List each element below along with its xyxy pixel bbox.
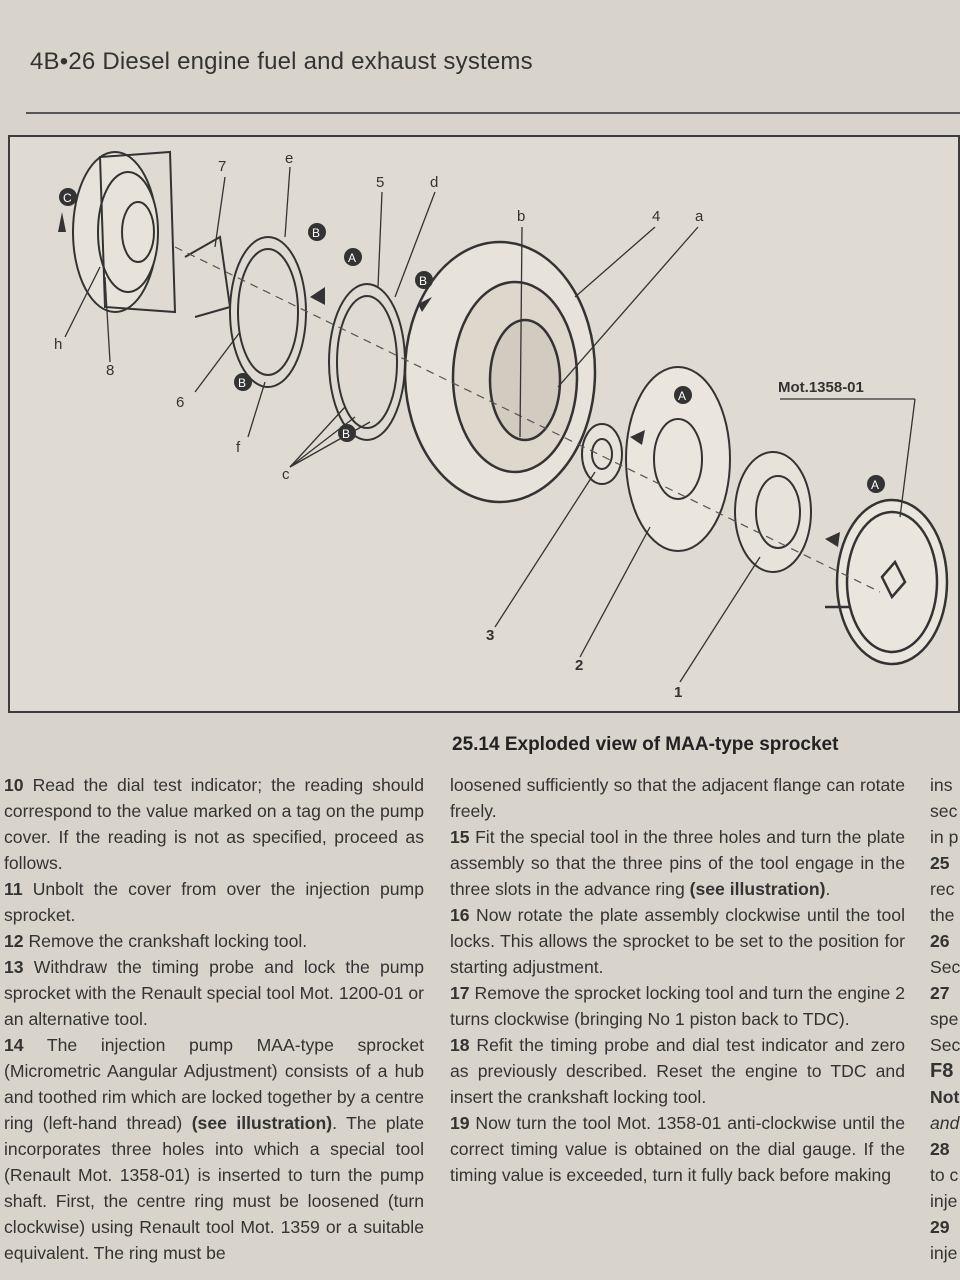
assembly-axis [174, 246, 881, 593]
exploded-view-illustration: 7 e 5 d b 4 a h 8 6 f c 3 2 1 Mot.1358-0… [54, 150, 949, 701]
figure-frame: 7 e 5 d b 4 a h 8 6 f c 3 2 1 Mot.1358-0… [8, 135, 960, 713]
svg-text:A: A [871, 478, 879, 492]
svg-text:B: B [419, 274, 427, 288]
svg-text:B: B [342, 427, 350, 441]
paragraph-10: 10 Read the dial test indicator; the rea… [4, 775, 424, 873]
ring-part-5 [328, 283, 406, 441]
paragraph-14: 14 The injection pump MAA-type sprocket … [4, 1035, 425, 1263]
paragraph-16: 16 Now rotate the plate assembly clockwi… [450, 905, 905, 977]
paragraph-15: 15 Fit the special tool in the three hol… [450, 827, 906, 899]
label-a: a [695, 208, 704, 225]
label-e: e [285, 150, 293, 167]
paragraph-18: 18 Refit the timing probe and dial test … [450, 1035, 905, 1107]
ring-part-1 [734, 451, 812, 573]
leader-lines [64, 166, 916, 683]
svg-text:A: A [348, 251, 356, 265]
header-rule [26, 112, 960, 114]
circled-letter-markers: C B A B B B A A [59, 188, 885, 493]
svg-text:B: B [312, 226, 320, 240]
paragraph-13: 13 Withdraw the timing probe and lock th… [4, 957, 424, 1029]
label-c: c [282, 466, 290, 483]
paragraph-19: 19 Now turn the tool Mot. 1358-01 anti-c… [450, 1113, 906, 1185]
ring-part-6 [229, 236, 307, 388]
label-f: f [236, 439, 241, 456]
rear-cover-part [72, 150, 177, 314]
label-1: 1 [674, 684, 682, 701]
figure-caption: 25.14 Exploded view of MAA-type sprocket [452, 734, 839, 755]
paragraph-12: 12 Remove the crankshaft locking tool. [4, 931, 308, 951]
nut-part-3 [581, 423, 623, 485]
toothed-sprocket-part-4 [403, 240, 597, 504]
label-7: 7 [218, 158, 226, 175]
svg-text:A: A [678, 389, 686, 403]
label-b: b [517, 208, 525, 225]
text-column-left: 10 Read the dial test indicator; the rea… [4, 772, 424, 1266]
svg-text:C: C [63, 191, 72, 205]
label-h: h [54, 336, 62, 353]
label-3: 3 [486, 627, 494, 644]
page-title: 4B•26 Diesel engine fuel and exhaust sys… [30, 48, 533, 75]
svg-text:B: B [238, 376, 246, 390]
page-header: 4B•26 Diesel engine fuel and exhaust sys… [30, 48, 930, 90]
label-2: 2 [575, 657, 583, 674]
direction-arrows [58, 212, 840, 547]
label-tool: Mot.1358-01 [778, 379, 864, 396]
special-tool [825, 498, 949, 666]
text-column-middle: loosened sufficiently so that the adjace… [450, 772, 905, 1188]
paragraph-continued: loosened sufficiently so that the adjace… [450, 775, 905, 821]
text-column-right-cropped: ins sec in p 25 rec the 26 Sec 27 spe Se… [930, 775, 960, 1263]
bracket-part-7 [184, 235, 232, 318]
label-6: 6 [176, 394, 184, 411]
paragraph-11: 11 Unbolt the cover from over the inject… [4, 879, 424, 925]
paragraph-17: 17 Remove the sprocket locking tool and … [450, 983, 906, 1029]
label-8: 8 [106, 362, 114, 379]
plate-part-2 [625, 366, 731, 552]
label-4: 4 [652, 208, 660, 225]
label-d: d [430, 174, 438, 191]
label-5: 5 [376, 174, 384, 191]
